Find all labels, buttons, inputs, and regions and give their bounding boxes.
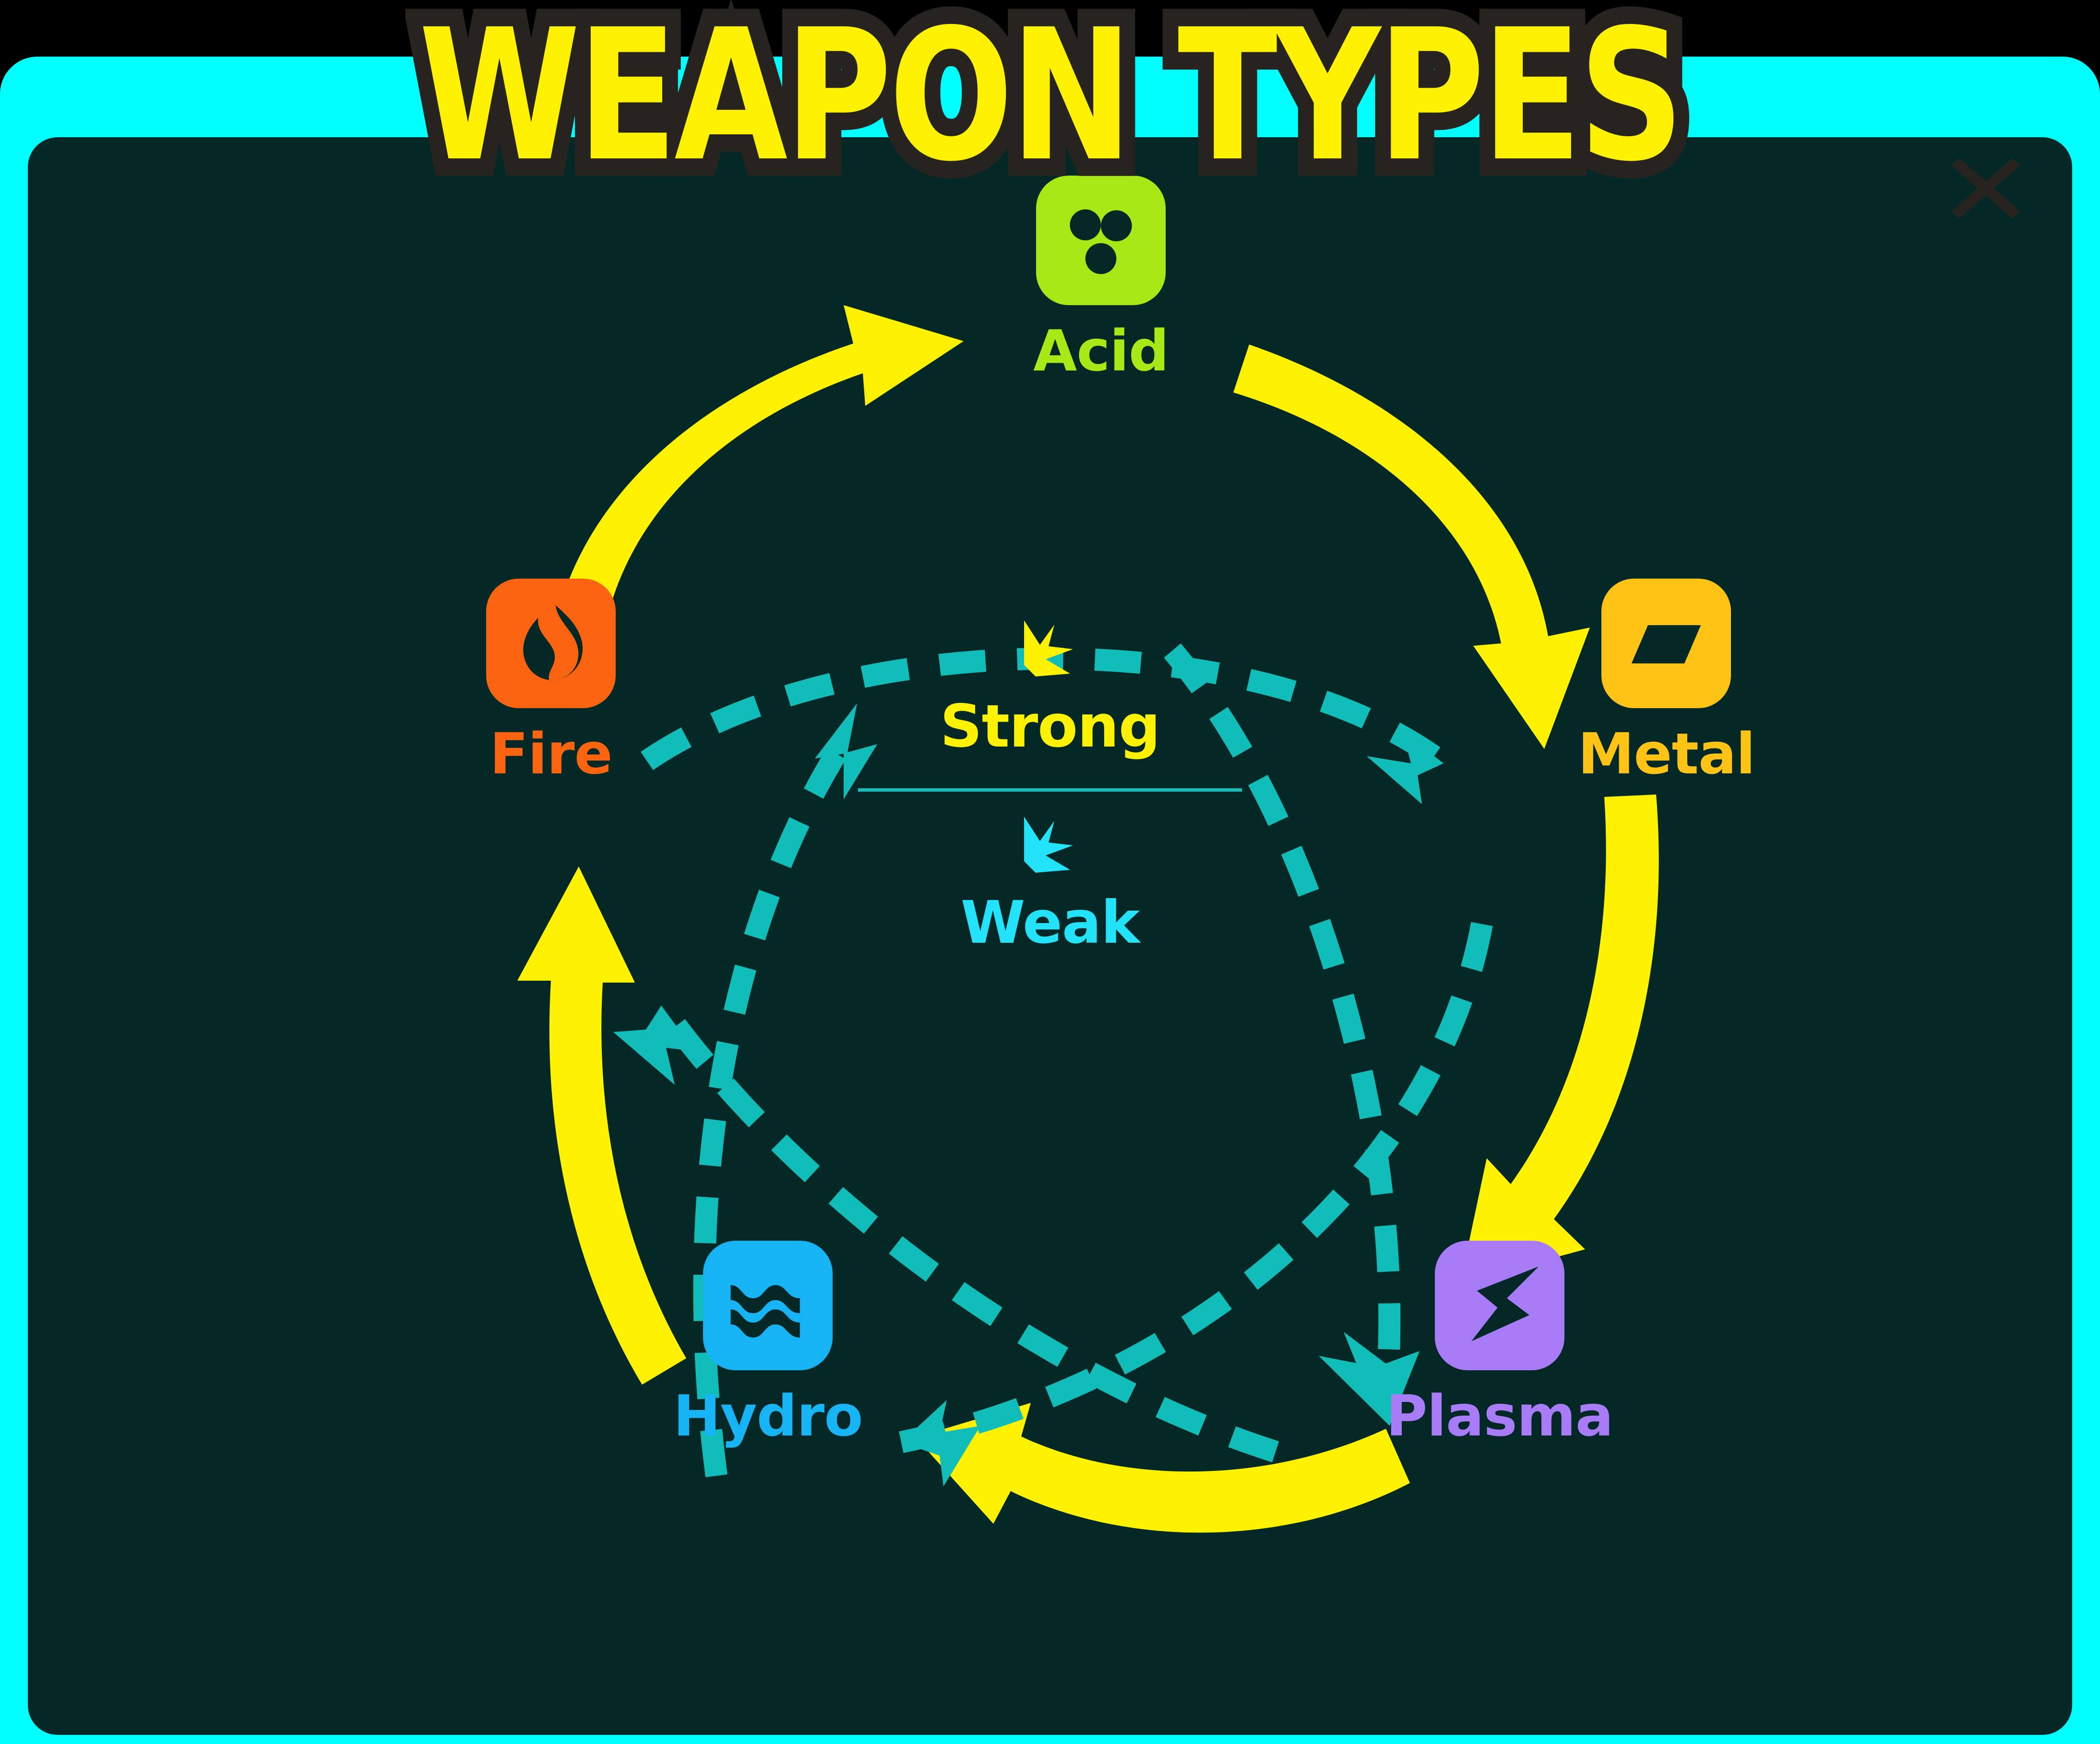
arrowhead-weak-hydro	[901, 1400, 980, 1486]
node-label-fire: Fire	[489, 721, 612, 787]
node-hydro[interactable]: Hydro	[673, 1241, 863, 1449]
arrowhead-weak-fire	[613, 1006, 695, 1085]
legend-label-weak: Weak	[960, 889, 1140, 957]
type-effectiveness-diagram	[517, 305, 1659, 1533]
node-label-acid: Acid	[1033, 318, 1169, 384]
legend-label-strong: Strong	[940, 692, 1160, 760]
arrowhead-weak-acid	[815, 703, 877, 799]
water-waves-icon	[703, 1241, 833, 1370]
close-icon: ✕	[1936, 130, 2036, 250]
diagram-panel: Acid Fire Metal	[28, 137, 2072, 1735]
weak-arrows-group	[641, 643, 1493, 1478]
arrow-weak-acid-to-plasma	[1164, 643, 1401, 1366]
arrow-plasma-to-hydro	[916, 1403, 1410, 1533]
effectiveness-legend: Strong Weak	[810, 615, 1290, 957]
flame-icon	[486, 579, 616, 708]
legend-item-strong: Strong	[940, 615, 1160, 760]
lightning-bolt-icon	[1434, 1241, 1564, 1370]
node-label-metal: Metal	[1578, 721, 1755, 787]
node-label-plasma: Plasma	[1386, 1383, 1613, 1449]
node-acid[interactable]: Acid	[1033, 176, 1169, 384]
impact-burst-icon	[1024, 817, 1073, 873]
metal-plate-icon	[1601, 579, 1731, 708]
impact-burst-icon	[1024, 620, 1073, 676]
arrow-acid-to-metal	[1233, 344, 1590, 749]
node-plasma[interactable]: Plasma	[1386, 1241, 1613, 1449]
arrow-metal-to-plasma	[1460, 795, 1659, 1283]
node-metal[interactable]: Metal	[1578, 579, 1755, 787]
node-label-hydro: Hydro	[673, 1383, 863, 1449]
node-fire[interactable]: Fire	[486, 579, 616, 787]
arrowhead-weak-plasma	[1319, 1332, 1420, 1426]
legend-item-weak: Weak	[960, 811, 1140, 957]
arrow-weak-plasma-to-fire	[652, 999, 1279, 1462]
arrowhead-weak-metal	[1367, 732, 1444, 804]
arrow-hydro-to-fire	[517, 866, 686, 1385]
arrow-weak-hydro-to-acid	[693, 736, 853, 1478]
weapon-types-modal: Acid Fire Metal	[0, 57, 2100, 1744]
weak-arrowheads-group	[613, 703, 1444, 1486]
legend-divider	[858, 788, 1242, 792]
arrow-weak-metal-to-hydro	[899, 922, 1493, 1453]
arrow-weak-fire-to-metal	[641, 647, 1450, 772]
close-button[interactable]: ✕	[1933, 137, 2039, 243]
acid-droplets-icon	[1036, 176, 1166, 305]
